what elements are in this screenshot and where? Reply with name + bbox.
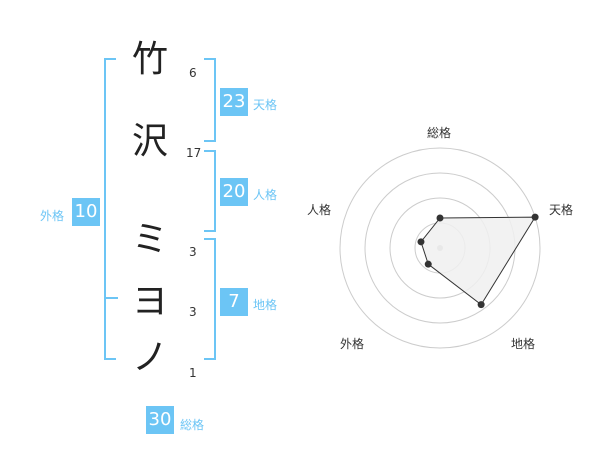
radar-ring [339, 147, 541, 349]
name-char-4: ヨ [131, 281, 168, 322]
jinkaku-label: 人格 [253, 188, 278, 202]
radar-axis-label-2: 天格 [549, 203, 574, 217]
tenkaku-value: 23 [220, 88, 248, 116]
radar-point-1 [436, 214, 444, 222]
radar-point-4 [424, 260, 432, 268]
stroke-count-5: 1 [189, 366, 197, 380]
radar-point-5 [417, 238, 425, 246]
name-char-3: ミ [131, 219, 168, 260]
soukaku-value: 30 [146, 406, 174, 434]
tenkaku-label: 天格 [253, 98, 278, 112]
radar-axis-label-3: 地格 [511, 337, 536, 351]
name-char-5: ノ [131, 337, 168, 378]
radar-point-3 [477, 301, 485, 309]
radar-axis-label-5: 人格 [307, 203, 332, 217]
jinkaku-value: 20 [220, 178, 248, 206]
radar-axis-label-1: 総格 [427, 126, 452, 140]
name-char-2: 沢 [131, 121, 168, 162]
stroke-count-3: 3 [189, 245, 197, 259]
gaikaku-value: 10 [72, 198, 100, 226]
jinkaku-bracket [204, 150, 216, 232]
chikaku-value: 7 [220, 288, 248, 316]
gaikaku-label: 外格 [40, 209, 65, 223]
radar-axis-label-4: 外格 [340, 337, 365, 351]
tenkaku-bracket [204, 58, 216, 142]
radar-polygon [420, 216, 537, 306]
chikaku-label: 地格 [253, 298, 278, 312]
stroke-count-4: 3 [189, 305, 197, 319]
radar-point-2 [531, 213, 539, 221]
gaikaku-bracket [104, 58, 116, 360]
soukaku-label: 総格 [180, 418, 205, 432]
stroke-count-2: 17 [186, 146, 202, 160]
chikaku-bracket [204, 238, 216, 360]
gaikaku-divider [104, 297, 118, 299]
stroke-count-1: 6 [189, 66, 197, 80]
name-char-1: 竹 [131, 39, 168, 80]
